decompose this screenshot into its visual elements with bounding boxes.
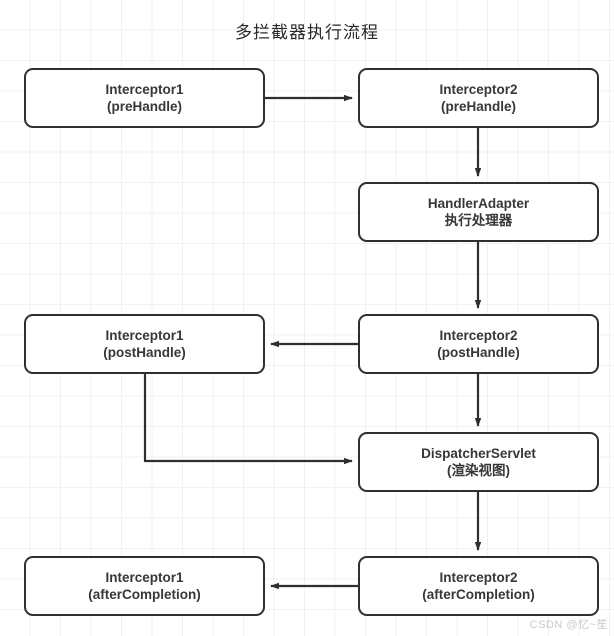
node-label-secondary: (postHandle) xyxy=(103,345,186,360)
node-interceptor2-prehandle[interactable]: Interceptor2 (preHandle) xyxy=(358,68,599,128)
node-interceptor2-posthandle[interactable]: Interceptor2 (postHandle) xyxy=(358,314,599,374)
node-label-secondary: (afterCompletion) xyxy=(88,587,201,602)
node-label-primary: Interceptor1 xyxy=(105,569,184,585)
page-title: 多拦截器执行流程 xyxy=(235,23,379,42)
node-interceptor1-prehandle[interactable]: Interceptor1 (preHandle) xyxy=(24,68,265,128)
node-interceptor1-aftercompletion[interactable]: Interceptor1 (afterCompletion) xyxy=(24,556,265,616)
node-label-primary: Interceptor1 xyxy=(105,327,184,343)
node-label-primary: Interceptor2 xyxy=(439,569,518,585)
node-label-secondary: (渲染视图) xyxy=(447,463,510,478)
csdn-watermark: CSDN @忆~笙 xyxy=(529,619,608,631)
node-label-primary: HandlerAdapter xyxy=(427,195,530,211)
node-label-primary: Interceptor1 xyxy=(105,81,184,97)
node-label-primary: Interceptor2 xyxy=(439,327,518,343)
node-label-secondary: (preHandle) xyxy=(106,99,182,114)
connector-group xyxy=(143,94,482,590)
node-label-secondary: 执行处理器 xyxy=(444,213,513,228)
node-dispatcher-servlet[interactable]: DispatcherServlet (渲染视图) xyxy=(358,432,599,492)
node-interceptor2-aftercompletion[interactable]: Interceptor2 (afterCompletion) xyxy=(358,556,599,616)
node-interceptor1-posthandle[interactable]: Interceptor1 (postHandle) xyxy=(24,314,265,374)
connector-conn-i1post-to-dispatcher xyxy=(143,374,353,465)
node-label-secondary: (afterCompletion) xyxy=(422,587,535,602)
node-label-primary: Interceptor2 xyxy=(439,81,518,97)
node-label-primary: DispatcherServlet xyxy=(421,445,536,461)
node-label-secondary: (preHandle) xyxy=(440,99,516,114)
node-handler-adapter[interactable]: HandlerAdapter 执行处理器 xyxy=(358,182,599,242)
node-label-secondary: (postHandle) xyxy=(437,345,520,360)
